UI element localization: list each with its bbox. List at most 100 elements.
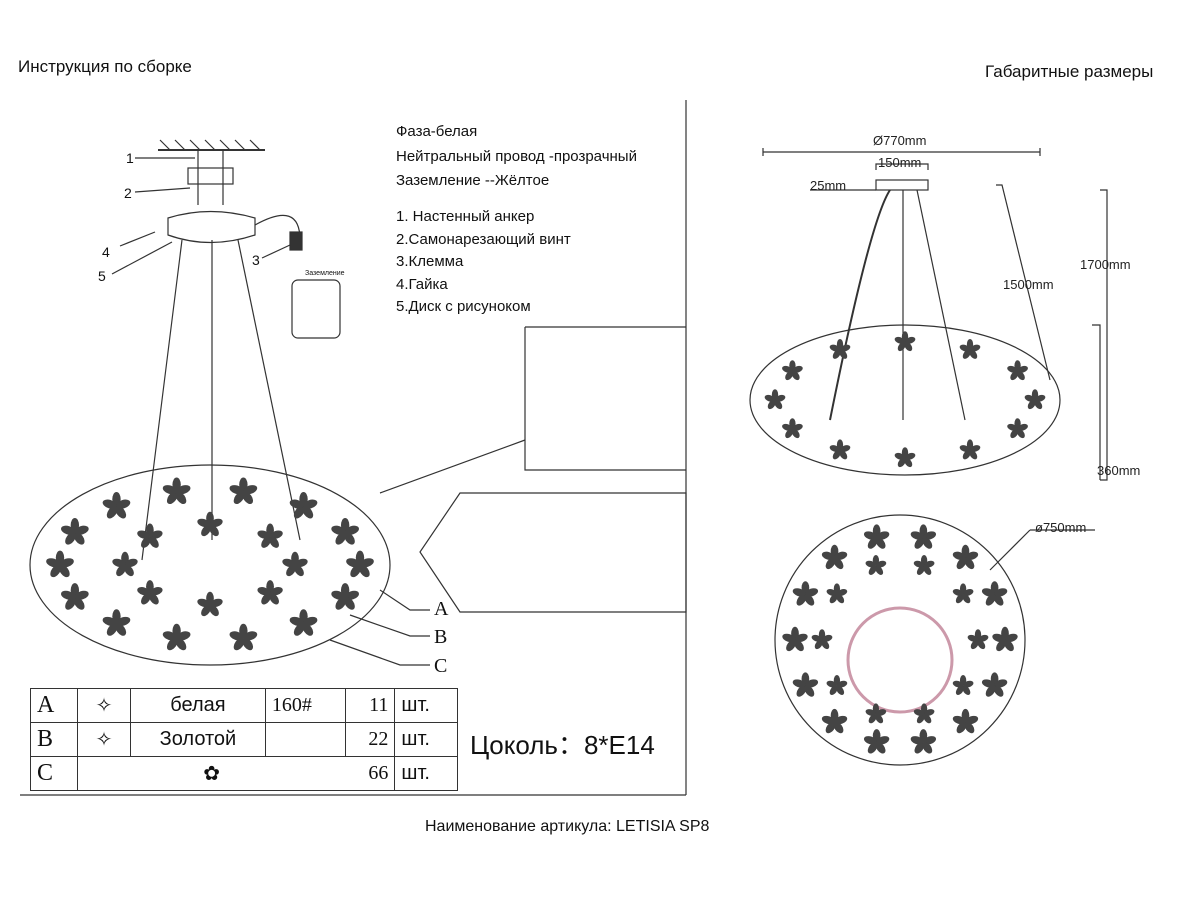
flower-crystal	[229, 477, 258, 505]
callout-2: 2	[124, 185, 132, 201]
dim-150	[875, 163, 929, 170]
flower-crystal	[137, 523, 163, 548]
flower-crystal	[289, 609, 318, 636]
flower-crystal	[112, 551, 138, 577]
flower-crystal	[865, 555, 887, 575]
wiring-neutral: Нейтральный провод -прозрачный	[396, 147, 637, 165]
socket-spec: Цоколь：8*E14	[470, 730, 655, 760]
flower-crystal	[782, 418, 803, 439]
letter-a: A	[434, 598, 449, 620]
parts-legend: 1. Настенный анкер 2.Самонарезающий винт…	[396, 206, 571, 319]
flower-crystal	[346, 550, 374, 578]
flower-crystal	[826, 675, 848, 695]
flower-crystal	[981, 581, 1008, 606]
article-name: Наименование артикула: LETISIA SP8	[425, 818, 710, 835]
part-1: 1. Настенный анкер	[396, 208, 535, 225]
wiring-ground: Заземление --Жёлтое	[396, 172, 550, 189]
flower-crystal	[910, 729, 937, 754]
flower-crystal	[331, 583, 359, 610]
flower-crystal	[952, 675, 974, 695]
flower-crystal	[289, 491, 318, 519]
letter-c: C	[434, 655, 448, 677]
flower-crystal	[257, 580, 283, 605]
chandelier-body	[29, 464, 391, 666]
flower-crystal	[826, 583, 848, 604]
letter-b: B	[434, 626, 448, 648]
row-name: Золотой	[130, 722, 266, 757]
flower-crystal	[913, 703, 935, 724]
flower-crystal	[162, 477, 191, 505]
row-code: 160#	[264, 688, 346, 723]
flower-crystal	[829, 439, 851, 460]
canopy-disc	[167, 210, 256, 244]
dim-360	[1092, 324, 1101, 480]
flower-crystal	[764, 389, 786, 410]
flower-crystal	[782, 360, 803, 381]
dim-body-height: 360mm	[1097, 463, 1141, 478]
terminal-block	[291, 279, 341, 339]
row-letter: B	[30, 722, 78, 757]
flower-crystal	[46, 550, 74, 578]
dim-total-height: 1700mm	[1080, 257, 1131, 272]
flower-crystal	[1024, 389, 1046, 410]
row-qty: 11	[344, 688, 396, 723]
flower-crystal	[821, 708, 848, 734]
flower-crystal	[863, 729, 890, 754]
row-letter: A	[30, 688, 78, 723]
flower-crystal	[952, 708, 979, 734]
flower-crystal	[910, 524, 937, 549]
row-unit: шт.	[394, 688, 458, 723]
row-letter: C	[30, 756, 78, 791]
flower-crystal	[782, 626, 808, 652]
mount-bracket	[187, 167, 234, 185]
table-row: C ✿ 66 шт.	[30, 756, 458, 791]
cable	[141, 239, 183, 561]
flower-crystal	[894, 331, 916, 352]
flower-crystal	[162, 623, 191, 651]
flower-crystal	[821, 544, 848, 570]
row-name: белая	[130, 688, 266, 723]
flower-crystal	[829, 338, 851, 359]
flower-crystal	[229, 623, 258, 651]
flower-crystal	[959, 439, 981, 460]
flower-crystal	[792, 581, 819, 606]
flower-crystal	[282, 551, 308, 577]
flower-crystal	[137, 580, 163, 605]
dim-1700	[1100, 189, 1108, 481]
flower-crystal	[1007, 418, 1028, 439]
row-qty: 22	[344, 722, 396, 757]
part-5: 5.Диск с рисуноком	[396, 298, 531, 315]
parts-table: A ✧ белая 160# 11 шт. B ✧ Золотой 22 шт.…	[30, 688, 458, 791]
flower-crystal	[257, 523, 283, 548]
dim-diameter-bottom: ø750mm	[1035, 520, 1087, 535]
detail-box-2	[419, 492, 687, 613]
row-unit: шт.	[394, 756, 458, 791]
part-2: 2.Самонарезающий винт	[396, 230, 571, 248]
callout-4: 4	[102, 244, 110, 260]
star-crystal-icon: ✧	[77, 722, 131, 757]
callout-3: 3	[252, 252, 260, 268]
dim-diameter-top: Ø770mm	[873, 133, 927, 148]
flower-crystal	[197, 511, 223, 537]
terminal-label: Заземление	[305, 270, 345, 277]
flower-crystal	[102, 609, 131, 636]
canopy-side	[875, 179, 929, 191]
top-view-body	[774, 514, 1026, 766]
row-unit: шт.	[394, 722, 458, 757]
flower-crystal	[913, 555, 935, 575]
flower-crystal	[863, 524, 890, 549]
detail-box-1	[524, 326, 686, 471]
wiring-legend: Фаза-белая Нейтральный провод -прозрачны…	[396, 120, 637, 194]
dim-canopy: 150mm	[878, 155, 922, 170]
row-code	[264, 722, 346, 757]
table-row: B ✧ Золотой 22 шт.	[30, 722, 458, 757]
flower-crystal	[865, 703, 887, 724]
dim-1500	[996, 184, 1051, 381]
flower-crystal	[61, 518, 89, 545]
crystal-decorations	[46, 331, 1046, 754]
flower-crystal	[331, 518, 359, 545]
flower-crystal	[102, 491, 131, 519]
assembly-title: Инструкция по сборке	[18, 57, 192, 76]
